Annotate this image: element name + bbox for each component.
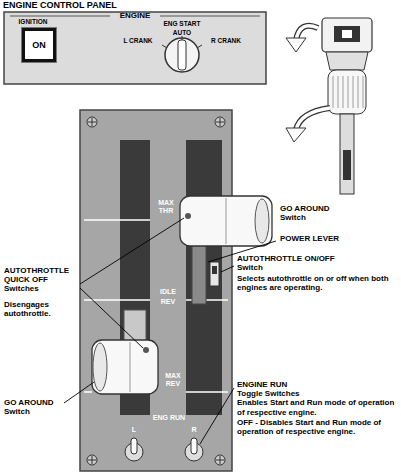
knob-pointer (178, 40, 186, 70)
engine-run-toggles (125, 438, 203, 461)
callout-title: GO AROUND Switch (4, 398, 64, 416)
rotation-arrow-head (286, 38, 306, 52)
grip-knurling (333, 76, 363, 108)
ignition-label: IGNITION (8, 18, 58, 25)
quick-off-switch (143, 347, 149, 353)
lever-window (342, 30, 352, 38)
switch-label: ENG RUN (152, 414, 186, 422)
knob-label: ENG START (157, 20, 207, 27)
callout-text: Selects autothrottle on or off when both… (237, 274, 397, 292)
knob-position: R CRANK (208, 37, 244, 44)
ignition-button: ON (22, 28, 56, 62)
callout-title: Toggle Switches (237, 389, 397, 398)
rotation-arrow (296, 108, 330, 130)
left-thrust-handle (92, 340, 158, 394)
quadrant-panel (80, 110, 232, 471)
detent-label: REV (152, 298, 184, 306)
go-around-switch (255, 199, 269, 243)
knob-tick (182, 36, 183, 40)
panel-rule (160, 16, 260, 17)
autothrottle-switch (212, 266, 217, 274)
lever-grip (328, 70, 366, 114)
callout-title: GO AROUND Switch (280, 204, 340, 222)
callout-title: AUTOTHROTTLE QUICK OFF Switches (4, 266, 80, 294)
knob-tick (162, 45, 167, 48)
detent-label: MAX THR (152, 199, 180, 215)
panel-screws (87, 117, 225, 465)
go-around-switch (93, 343, 107, 391)
callout-title: ENGINE RUN (237, 380, 397, 389)
lever-shaft (340, 114, 354, 194)
diagram-title: ENGINE CONTROL PANEL (3, 0, 117, 10)
lever-neck (326, 52, 368, 70)
start-knob (165, 38, 199, 72)
engine-panel-plate (4, 12, 266, 84)
handle-seam (226, 198, 227, 244)
switch-label: L (127, 426, 141, 434)
autothrottle-switch (210, 262, 219, 286)
left-lever-shaft (124, 310, 146, 342)
detent-label: MAX REV (160, 372, 186, 388)
rotation-arrow (296, 108, 330, 130)
handle-seam (130, 342, 131, 392)
quick-off-switch (185, 213, 191, 219)
lever-slot (343, 150, 351, 180)
knob-tick (197, 45, 202, 48)
right-slot (186, 140, 222, 415)
callout-text: Disengages autothrottle. (4, 300, 80, 318)
lever-window (334, 26, 360, 42)
button-legend: ON (32, 40, 46, 50)
panel-rule (10, 16, 110, 17)
rotation-arrow-head (286, 128, 306, 142)
knob-position: AUTO (162, 29, 202, 36)
callout-text: Enables Start and Run mode of operation … (237, 398, 397, 416)
callout-text: OFF - Disables Start and Run mode of ope… (237, 418, 397, 436)
lever-top (322, 18, 372, 52)
callout-title: POWER LEVER (280, 234, 360, 243)
knob-position: L CRANK (120, 37, 156, 44)
switch-label: R (187, 426, 201, 434)
power-lever-shaft (192, 244, 206, 304)
detent-label: IDLE (152, 288, 184, 296)
right-thrust-handle (180, 196, 272, 246)
callout-title: AUTOTHROTTLE ON/OFF Switch (237, 254, 337, 272)
